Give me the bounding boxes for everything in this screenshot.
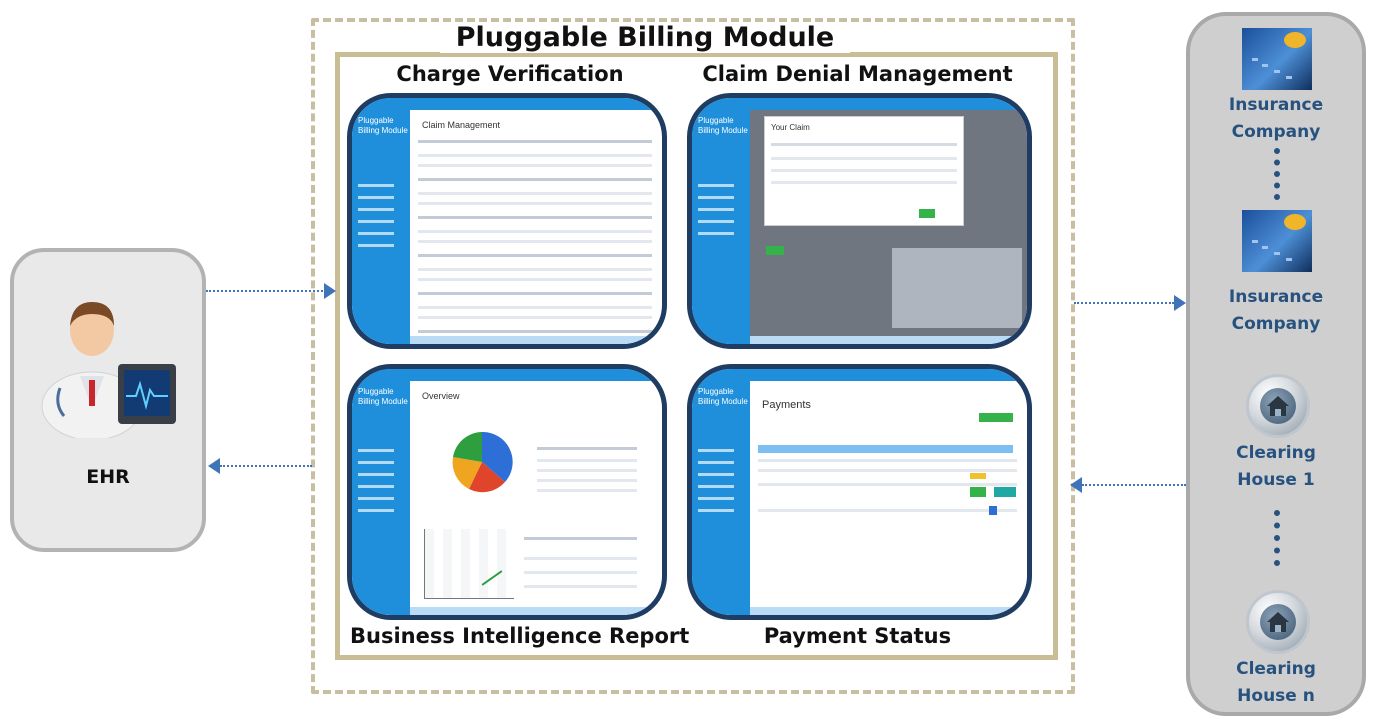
- arrow-module-to-insurance: [1074, 302, 1174, 304]
- claim-dialog: Your Claim: [764, 116, 964, 226]
- module-outer-dashed-border: [311, 18, 1075, 694]
- clearing-house-icon: [1246, 374, 1310, 438]
- screen-heading: Claim Management: [422, 120, 501, 130]
- app-name: Pluggable Billing Module: [698, 116, 748, 135]
- arrow-head-right-icon: [1174, 295, 1186, 311]
- panel-title-bi-report: Business Intelligence Report: [350, 624, 690, 648]
- screen-heading: Overview: [422, 391, 460, 401]
- app-name: Pluggable Billing Module: [358, 387, 408, 406]
- charge-verification-screenshot: Pluggable Billing Module Claim Managemen…: [347, 93, 667, 349]
- ehr-box: EHR: [10, 248, 206, 552]
- connector-dots: [1274, 148, 1280, 200]
- screen-heading: Payments: [762, 399, 811, 411]
- panel-title-payment-status: Payment Status: [763, 624, 952, 648]
- clearing-house-icon: [1246, 590, 1310, 654]
- bi-report-screenshot: Pluggable Billing Module Overview: [347, 364, 667, 620]
- module-title: Pluggable Billing Module: [440, 22, 850, 53]
- insurance-building-icon: [1242, 28, 1312, 90]
- ehr-label: EHR: [86, 466, 130, 488]
- doctor-icon: [41, 302, 176, 438]
- app-name: Pluggable Billing Module: [698, 387, 748, 406]
- payment-status-screenshot: Pluggable Billing Module Payments: [687, 364, 1032, 620]
- arrow-head-left-icon: [208, 458, 220, 474]
- connector-dots: [1274, 510, 1280, 566]
- pie-chart-thumbnail: [452, 431, 513, 493]
- claim-denial-screenshot: Pluggable Billing Module Your Claim: [687, 93, 1032, 349]
- panel-title-charge-verification: Charge Verification: [396, 62, 624, 86]
- arrow-head-left-icon: [1070, 477, 1082, 493]
- app-name: Pluggable Billing Module: [358, 116, 408, 135]
- insurance-building-icon: [1242, 210, 1312, 272]
- panel-title-claim-denial: Claim Denial Management: [702, 62, 1013, 86]
- dialog-heading: Your Claim: [771, 123, 810, 132]
- arrow-module-to-ehr: [220, 465, 312, 467]
- arrow-ehr-to-module: [206, 290, 326, 292]
- arrow-head-right-icon: [324, 283, 336, 299]
- arrow-clearing-to-module: [1082, 484, 1186, 486]
